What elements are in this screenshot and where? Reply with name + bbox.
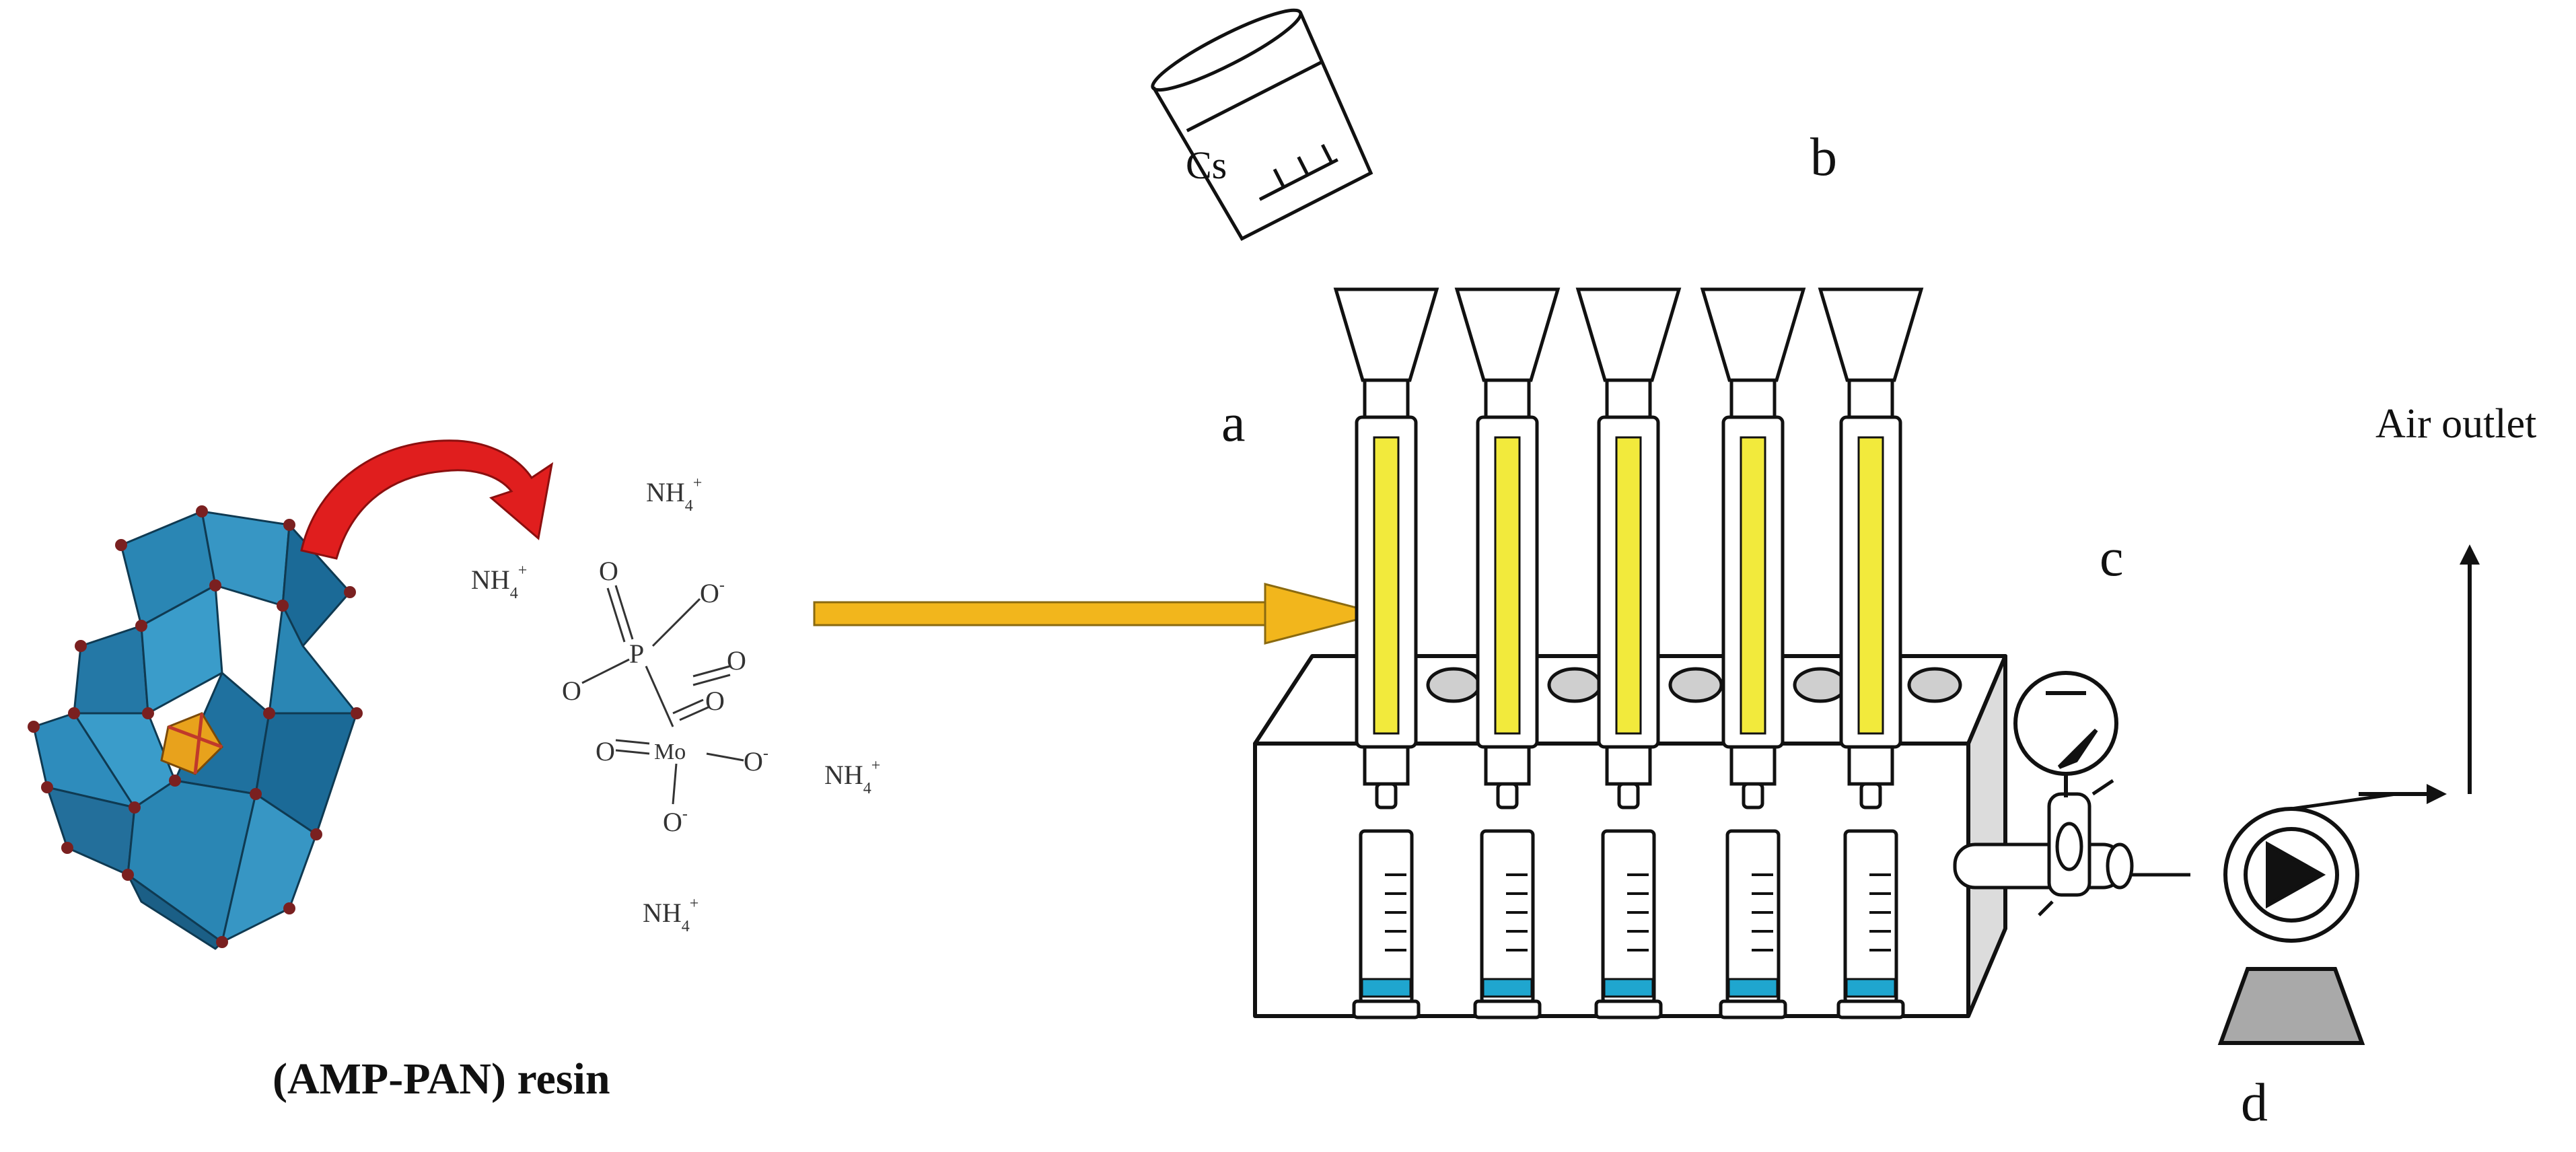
resin-bed <box>1857 436 1884 735</box>
column-tip <box>1742 782 1764 809</box>
eluate <box>1482 978 1533 998</box>
eluate <box>1845 978 1896 998</box>
column-fitting <box>1605 745 1652 786</box>
resin-bed <box>1494 436 1521 735</box>
ammonium-ion-4: NH4+ <box>643 895 699 935</box>
collection-tube <box>1480 829 1535 1005</box>
funnel <box>1575 287 1682 382</box>
eluate <box>1603 978 1654 998</box>
ammonium-ion-2: NH4+ <box>471 562 527 602</box>
label-b: b <box>1810 128 1837 187</box>
label-a: a <box>1221 394 1246 453</box>
gauge-icon <box>2013 671 2118 797</box>
funnel <box>1333 287 1439 382</box>
column-4 <box>1700 287 1806 1019</box>
cs-label: Cs <box>1186 143 1227 187</box>
column-tip <box>1496 782 1519 809</box>
collection-tube <box>1843 829 1898 1005</box>
eluate <box>1361 978 1412 998</box>
eluate <box>1727 978 1779 998</box>
cluster-vertices <box>28 505 363 948</box>
column-fitting <box>1729 745 1777 786</box>
valve-icon <box>2038 779 2114 916</box>
funnel <box>1818 287 1924 382</box>
resin-caption: (AMP-PAN) resin <box>273 1054 610 1104</box>
resin-bed <box>1373 436 1400 735</box>
funnel-neck <box>1847 378 1894 419</box>
air-outlet-arrows <box>2359 544 2480 804</box>
column-5 <box>1818 287 1924 1019</box>
tube-base <box>1836 999 1905 1019</box>
funnel-neck <box>1484 378 1531 419</box>
oxygen-anion-mo-bottom: O- <box>663 805 688 837</box>
tube-base <box>1473 999 1542 1019</box>
polyoxometalate-cluster <box>32 510 358 950</box>
column-tip <box>1859 782 1882 809</box>
tube-base <box>1719 999 1787 1019</box>
column-tip <box>1617 782 1640 809</box>
collection-tube <box>1601 829 1656 1005</box>
label-d: d <box>2241 1073 2268 1132</box>
funnel <box>1700 287 1806 382</box>
column-3 <box>1575 287 1682 1019</box>
funnel-neck <box>1729 378 1777 419</box>
column-tip <box>1375 782 1398 809</box>
column-1 <box>1333 287 1439 1019</box>
cs-beaker-icon <box>1151 8 1373 241</box>
oxygen-p-top: O <box>599 556 618 586</box>
resin-bed <box>1740 436 1766 735</box>
collection-tube <box>1725 829 1781 1005</box>
oxygen-anion-p-right: O- <box>700 577 725 608</box>
funnel-neck <box>1605 378 1652 419</box>
oxygen-anion-mo-right: O- <box>744 745 768 777</box>
column-fitting <box>1484 745 1531 786</box>
rotation-arrow <box>300 439 554 560</box>
tube-base <box>1594 999 1663 1019</box>
tube-base <box>1352 999 1421 1019</box>
chemical-structure: NH4+ NH4+ NH4+ NH4+ O P O- O O O O Mo O-… <box>471 474 880 935</box>
ammonium-ion-1: NH4+ <box>646 474 702 515</box>
cluster-core <box>160 712 223 775</box>
manifold-ports <box>1426 667 1962 703</box>
ammonium-ion-3: NH4+ <box>824 757 880 797</box>
oxygen-mo-top: O <box>727 645 746 676</box>
column-fitting <box>1847 745 1894 786</box>
columns <box>1333 287 1924 1019</box>
air-outlet-label: Air outlet <box>2375 401 2536 447</box>
column-fitting <box>1363 745 1410 786</box>
phosphorus-atom: P <box>629 639 644 669</box>
funnel-neck <box>1363 378 1410 419</box>
feed-arrow <box>813 583 1384 645</box>
label-c: c <box>2100 528 2124 587</box>
oxygen-p-left: O <box>562 676 581 706</box>
column-2 <box>1454 287 1561 1019</box>
funnel <box>1454 287 1561 382</box>
oxygen-mo-left: O <box>596 736 615 766</box>
oxygen-mo-mid: O <box>705 686 725 716</box>
resin-bed <box>1615 436 1642 735</box>
molybdenum-atom: Mo <box>654 740 686 764</box>
outlet-tube <box>1953 842 2134 890</box>
vacuum-pump-icon <box>2217 792 2396 1045</box>
collection-tube <box>1359 829 1414 1005</box>
